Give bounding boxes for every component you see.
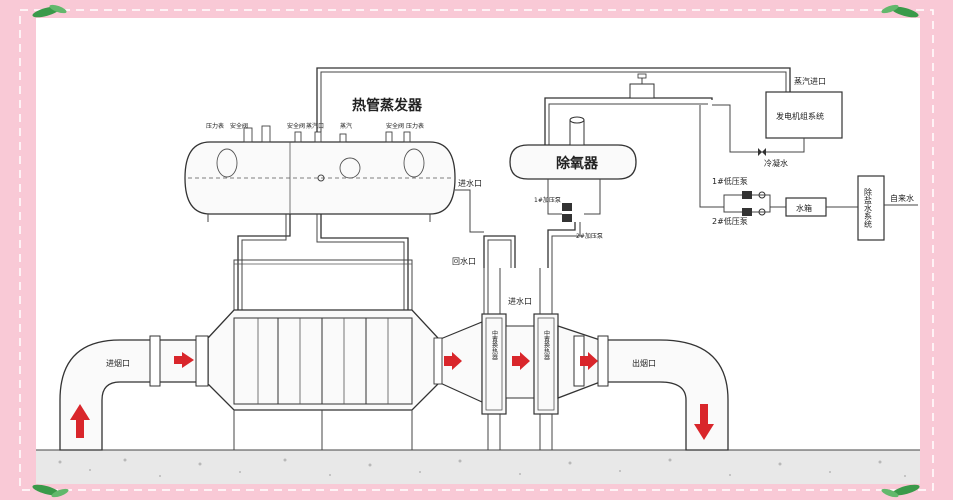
arrow-right-icon: [512, 352, 530, 370]
valve-label: 压力表: [206, 122, 224, 130]
pump-icon: [562, 203, 572, 222]
pump-2-low-label: 2#低压泵: [712, 216, 748, 226]
pump-1-press-label: 1#加压泵: [534, 196, 561, 204]
downcomer: [237, 214, 291, 310]
water-inlet-2-label: 进水口: [508, 296, 532, 306]
flue-inlet-label: 进烟口: [106, 359, 130, 368]
deaerator-supply-line-inner: [548, 103, 708, 145]
leaf-icon: [881, 4, 919, 18]
leaf-icon: [32, 484, 69, 498]
steam-line: [316, 67, 791, 132]
arrow-up-icon: [70, 404, 90, 438]
valve-label: 蒸汽口: [306, 122, 324, 130]
generator-system-box: [765, 91, 843, 139]
feed-water-line: [547, 222, 576, 268]
arrow-down-icon: [694, 404, 714, 440]
return-water-line: [483, 235, 516, 268]
steam-line-inner: [320, 71, 787, 132]
valve-label: 安全阀: [386, 122, 404, 130]
middle-heat-exchanger: [481, 268, 507, 450]
desalination-label: 除盐水系统: [864, 187, 873, 229]
tap-water-label: 自来水: [890, 193, 914, 203]
water-tank-label: 水箱: [796, 203, 812, 213]
evaporator-title: 热管蒸发器: [352, 97, 423, 114]
deaerator-supply-line: [544, 97, 713, 145]
deaerator-label: 除氧器: [556, 155, 599, 172]
svg-text:除盐水系统: 除盐水系统: [864, 187, 873, 229]
pump-icon: [742, 191, 766, 216]
heat-exchanger-label: 中置换热器: [543, 329, 550, 361]
deaerator-tank: [509, 116, 637, 180]
valve-label: 压力表: [406, 122, 424, 130]
heat-pipe-evaporator: [184, 125, 456, 222]
pump-1-low-label: 1#低压泵: [712, 176, 748, 186]
heat-exchanger-label: 中置换热器: [491, 329, 498, 361]
flue-outlet-duct: [557, 325, 729, 451]
ground: [36, 449, 920, 484]
valve-icon: [758, 148, 766, 156]
water-inlet-1-label: 进水口: [458, 178, 482, 188]
valve-box: [629, 83, 655, 99]
leaf-icon: [881, 484, 920, 498]
arrow-right-icon: [174, 352, 194, 368]
pump-2-press-label: 2#加压泵: [576, 232, 603, 240]
condensate-line: [712, 104, 805, 153]
dashed-border: [19, 9, 934, 491]
leaf-icon: [32, 4, 67, 18]
desalination-box: [857, 175, 885, 241]
valve-label: 安全阀: [230, 122, 248, 130]
return-water-label: 回水口: [452, 256, 476, 266]
pressure-pump-line: [584, 179, 601, 215]
flue-inlet-duct: [59, 335, 209, 451]
steam-inlet-label: 蒸汽进口: [794, 76, 826, 86]
condensate-label: 冷凝水: [764, 158, 788, 168]
evaporator-feed-line: [455, 189, 484, 233]
valve-label: 安全阀: [287, 122, 305, 130]
valve-label: 蒸汽: [340, 122, 352, 130]
arrow-right-icon: [580, 352, 598, 370]
generator-system-label: 发电机组系统: [776, 111, 824, 121]
downcomer: [320, 214, 409, 310]
middle-heat-exchanger: [533, 268, 559, 450]
flue-outlet-label: 出烟口: [632, 358, 656, 368]
arrow-right-icon: [444, 352, 462, 370]
white-panel: [36, 18, 920, 484]
